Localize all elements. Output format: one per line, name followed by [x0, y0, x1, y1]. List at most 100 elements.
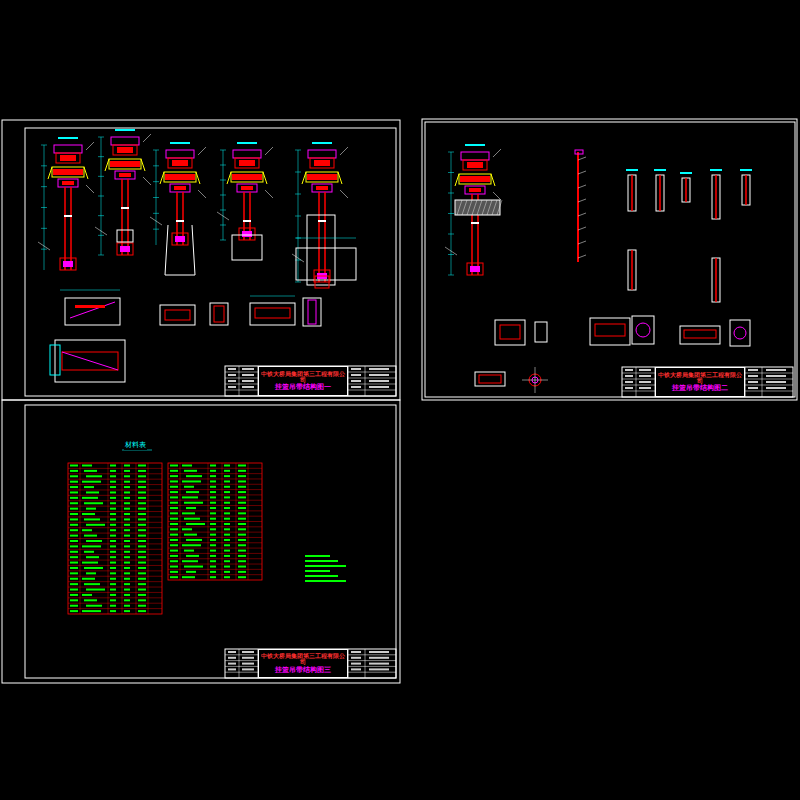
drawing-part	[160, 305, 195, 325]
drawing-line	[295, 216, 301, 217]
drawing-part	[182, 496, 198, 498]
drawing-line	[324, 192, 326, 282]
drawing-part	[242, 231, 252, 237]
drawing-part	[170, 555, 178, 557]
drawing-line	[143, 134, 151, 142]
drawing-part	[238, 465, 246, 467]
drawing-part	[70, 594, 78, 596]
drawing-line	[745, 175, 747, 205]
drawing-part	[110, 524, 116, 526]
drawing-part	[82, 529, 92, 531]
drawing-line	[493, 192, 501, 200]
drawing-part	[138, 610, 146, 612]
drawing-line	[715, 175, 717, 219]
drawing-part	[184, 566, 203, 568]
drawing-line	[578, 255, 586, 258]
drawing-part	[124, 497, 130, 499]
drawing-part	[110, 605, 116, 607]
drawing-part	[68, 463, 162, 614]
drawing-part	[680, 326, 720, 344]
drawing-part	[639, 369, 651, 371]
drawing-part	[124, 508, 130, 510]
drawing-part	[124, 599, 130, 601]
drawing-part	[109, 159, 141, 169]
drawing-line	[578, 185, 586, 188]
drawing-part	[460, 176, 490, 182]
drawing-line	[60, 290, 120, 291]
drawing-line	[239, 366, 240, 396]
drawing-line	[622, 373, 655, 374]
drawing-part	[124, 470, 130, 472]
drawing-line	[265, 190, 273, 198]
drawing-part	[25, 405, 396, 678]
drawing-part	[70, 599, 78, 601]
drawing-part	[210, 539, 216, 541]
drawing-part	[60, 155, 76, 161]
drawing-part	[238, 502, 246, 504]
drawing-part	[170, 480, 178, 482]
sheet-title: 挂篮吊带结构图三	[275, 666, 331, 674]
drawing-part	[110, 540, 116, 542]
drawing-part	[164, 172, 196, 182]
drawing-line	[340, 147, 348, 155]
drawing-part	[748, 369, 758, 371]
drawing-part	[210, 465, 216, 467]
drawing-part	[170, 539, 178, 541]
drawing-part	[632, 316, 654, 344]
company-name: 中铁大桥局集团第三工程有限公司	[261, 653, 345, 666]
drawing-line	[196, 172, 200, 184]
sheet-title: 挂篮吊带结构图二	[672, 384, 728, 392]
drawing-part	[590, 318, 630, 345]
drawing-part	[124, 551, 130, 553]
drawing-line	[472, 200, 477, 215]
drawing-line	[578, 227, 586, 230]
drawing-part	[310, 158, 334, 168]
drawing-line	[153, 213, 159, 214]
drawing-part	[237, 184, 257, 192]
drawing-line	[108, 463, 109, 614]
drawing-part	[110, 572, 116, 574]
drawing-part	[170, 496, 178, 498]
drawing-part	[121, 207, 129, 209]
drawing-line	[295, 194, 301, 195]
drawing-line	[225, 672, 258, 673]
drawing-part	[84, 551, 94, 553]
sheet-title: 挂篮吊带结构图一	[275, 383, 331, 391]
drawing-part	[119, 173, 131, 177]
drawing-part	[50, 345, 60, 375]
drawing-part	[500, 325, 520, 339]
drawing-line	[225, 384, 258, 385]
drawing-part	[70, 567, 78, 569]
drawing-line	[636, 367, 637, 397]
drawing-line	[482, 200, 487, 215]
drawing-part	[182, 480, 201, 482]
drawing-part	[238, 571, 246, 573]
drawing-part	[110, 535, 116, 537]
drawing-part	[628, 175, 636, 211]
drawing-part	[238, 486, 246, 488]
drawing-part	[459, 174, 491, 184]
drawing-line	[318, 192, 320, 282]
drawing-part	[110, 610, 116, 612]
drawing-part	[186, 507, 196, 509]
drawing-part	[182, 512, 195, 514]
drawing-part	[186, 475, 202, 477]
drawing-part	[351, 651, 361, 653]
drawing-part	[224, 544, 230, 546]
drawing-part	[115, 171, 135, 179]
drawing-part	[315, 276, 329, 288]
drawing-line	[98, 235, 104, 236]
drawing-part	[64, 215, 72, 217]
drawing-line	[622, 379, 655, 380]
drawing-line	[225, 660, 258, 661]
drawing-part	[86, 475, 102, 477]
drawing-part	[210, 480, 216, 482]
drawing-part	[115, 129, 135, 131]
drawing-part	[138, 578, 146, 580]
drawing-part	[110, 513, 116, 515]
drawing-part	[238, 560, 246, 562]
drawing-line	[98, 255, 104, 256]
drawing-part	[170, 550, 178, 552]
drawing-line	[448, 152, 454, 153]
drawing-part	[312, 184, 332, 192]
